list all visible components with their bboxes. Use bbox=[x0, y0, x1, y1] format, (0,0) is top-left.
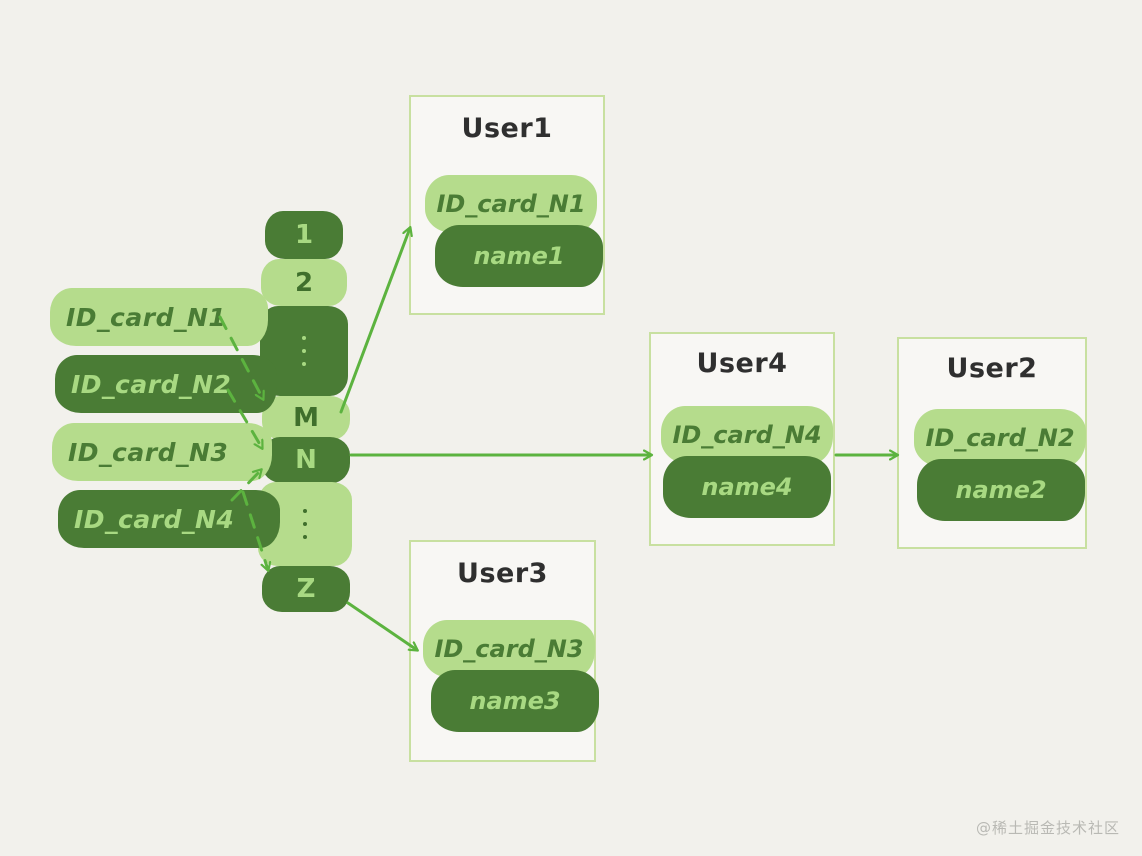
index-slot-m: M bbox=[262, 396, 350, 440]
id-card-label: ID_card_N4 bbox=[74, 504, 235, 534]
index-slot-2: 2 bbox=[261, 259, 347, 306]
user-box-title: User4 bbox=[696, 348, 788, 379]
watermark: @稀土掘金技术社区 bbox=[975, 819, 1120, 837]
id-card-label: ID_card_N1 bbox=[66, 302, 227, 332]
id-card-pill-1: ID_card_N1 bbox=[50, 288, 268, 346]
user-box-title: User2 bbox=[946, 353, 1038, 384]
id-card-label: ID_card_N2 bbox=[71, 369, 232, 399]
user-box-title: User1 bbox=[461, 113, 553, 144]
user-field-name: name2 bbox=[917, 459, 1085, 521]
user-box-user4[interactable]: User4 ID_card_N4 name4 bbox=[649, 332, 835, 546]
index-slot-label: 2 bbox=[294, 267, 314, 298]
id-card-label: ID_card_N3 bbox=[68, 437, 229, 467]
index-slot-n: N bbox=[262, 437, 350, 483]
user-field-name: name4 bbox=[663, 456, 831, 518]
connector-slotz-to-user3 bbox=[346, 601, 417, 650]
index-slot-label: N bbox=[295, 445, 317, 475]
id-card-pill-4: ID_card_N4 bbox=[58, 490, 280, 548]
user-field-id-card: ID_card_N1 bbox=[425, 175, 597, 233]
user-box-title: User3 bbox=[457, 558, 548, 589]
user-field-name: name3 bbox=[431, 670, 599, 732]
user-field-id-card: ID_card_N2 bbox=[914, 409, 1086, 467]
user-field-id-card: ID_card_N4 bbox=[661, 406, 833, 464]
id-card-pill-3: ID_card_N3 bbox=[52, 423, 272, 481]
user-field-id-card: ID_card_N3 bbox=[423, 620, 595, 678]
index-slot-1: 1 bbox=[265, 211, 343, 259]
user-box-user1[interactable]: User1 ID_card_N1 name1 bbox=[409, 95, 605, 315]
vertical-ellipsis-icon bbox=[303, 509, 307, 539]
user-box-user3[interactable]: User3 ID_card_N3 name3 bbox=[409, 540, 599, 762]
connector-slotm-to-user1 bbox=[339, 228, 410, 414]
vertical-ellipsis-icon bbox=[302, 336, 306, 366]
id-card-pill-2: ID_card_N2 bbox=[55, 355, 277, 413]
index-slot-label: Z bbox=[296, 574, 316, 604]
index-slot-z: Z bbox=[262, 566, 350, 612]
user-field-name: name1 bbox=[435, 225, 603, 287]
user-box-user2[interactable]: User2 ID_card_N2 name2 bbox=[897, 337, 1087, 549]
index-slot-label: 1 bbox=[294, 220, 314, 250]
index-slot-label: M bbox=[293, 403, 319, 433]
